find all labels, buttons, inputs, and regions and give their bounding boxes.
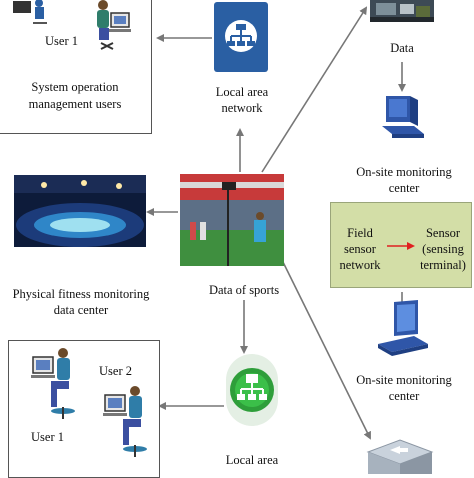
monitoring-center-bottom-line2: center xyxy=(388,389,420,403)
monitoring-center-top-line1: On-site monitoring xyxy=(356,165,452,179)
local-area-network-green-icon xyxy=(226,354,278,426)
sensor-line3: terminal) xyxy=(420,258,466,272)
arrow-sports-to-data xyxy=(261,6,368,173)
monitoring-computer-icon xyxy=(382,96,424,138)
stadium-photo xyxy=(14,175,146,247)
red-arrow-icon xyxy=(387,242,415,250)
field-sensor-line3: network xyxy=(339,258,381,272)
field-sensor-line2: sensor xyxy=(344,242,376,256)
user-at-computer-icon xyxy=(103,386,147,457)
fitness-center-line1: Physical fitness monitoring xyxy=(12,287,150,301)
sports-photo xyxy=(180,174,284,266)
top-lan-label-line1: Local area xyxy=(215,85,269,99)
data-label: Data xyxy=(390,41,414,55)
user-at-computer-icon xyxy=(13,0,47,24)
user-at-computer-icon xyxy=(97,0,131,50)
bottom-lan-label-line1: Local area xyxy=(225,453,279,467)
user-at-computer-icon xyxy=(31,348,75,419)
monitoring-laptop-icon xyxy=(378,300,428,356)
monitoring-center-bottom-line1: On-site monitoring xyxy=(356,373,452,387)
user-1-bottom-label: User 1 xyxy=(31,430,64,444)
sensor-line2: (sensing xyxy=(422,242,464,256)
monitoring-center-top-line2: center xyxy=(388,181,420,195)
router-icon xyxy=(366,439,434,474)
fitness-center-line2: data center xyxy=(53,303,109,317)
user-2-label: User 2 xyxy=(99,364,132,378)
system-users-caption-line2: management users xyxy=(28,97,122,111)
top-users-box: User 1 System operation management users xyxy=(0,0,152,134)
field-sensor-box: Field sensor network Sensor (sensing ter… xyxy=(330,202,472,288)
field-sensor-line1: Field xyxy=(347,226,373,240)
local-area-network-icon xyxy=(214,2,268,72)
system-users-caption-line1: System operation xyxy=(31,80,119,94)
user-1-label: User 1 xyxy=(45,34,78,48)
bottom-users-box: User 2 User 1 xyxy=(8,340,160,478)
sensor-line1: Sensor xyxy=(425,226,461,240)
top-lan-label-line2: network xyxy=(221,101,263,115)
arrow-sports-to-router xyxy=(281,259,371,440)
data-of-sports-label: Data of sports xyxy=(208,283,280,297)
data-photo xyxy=(370,0,434,22)
